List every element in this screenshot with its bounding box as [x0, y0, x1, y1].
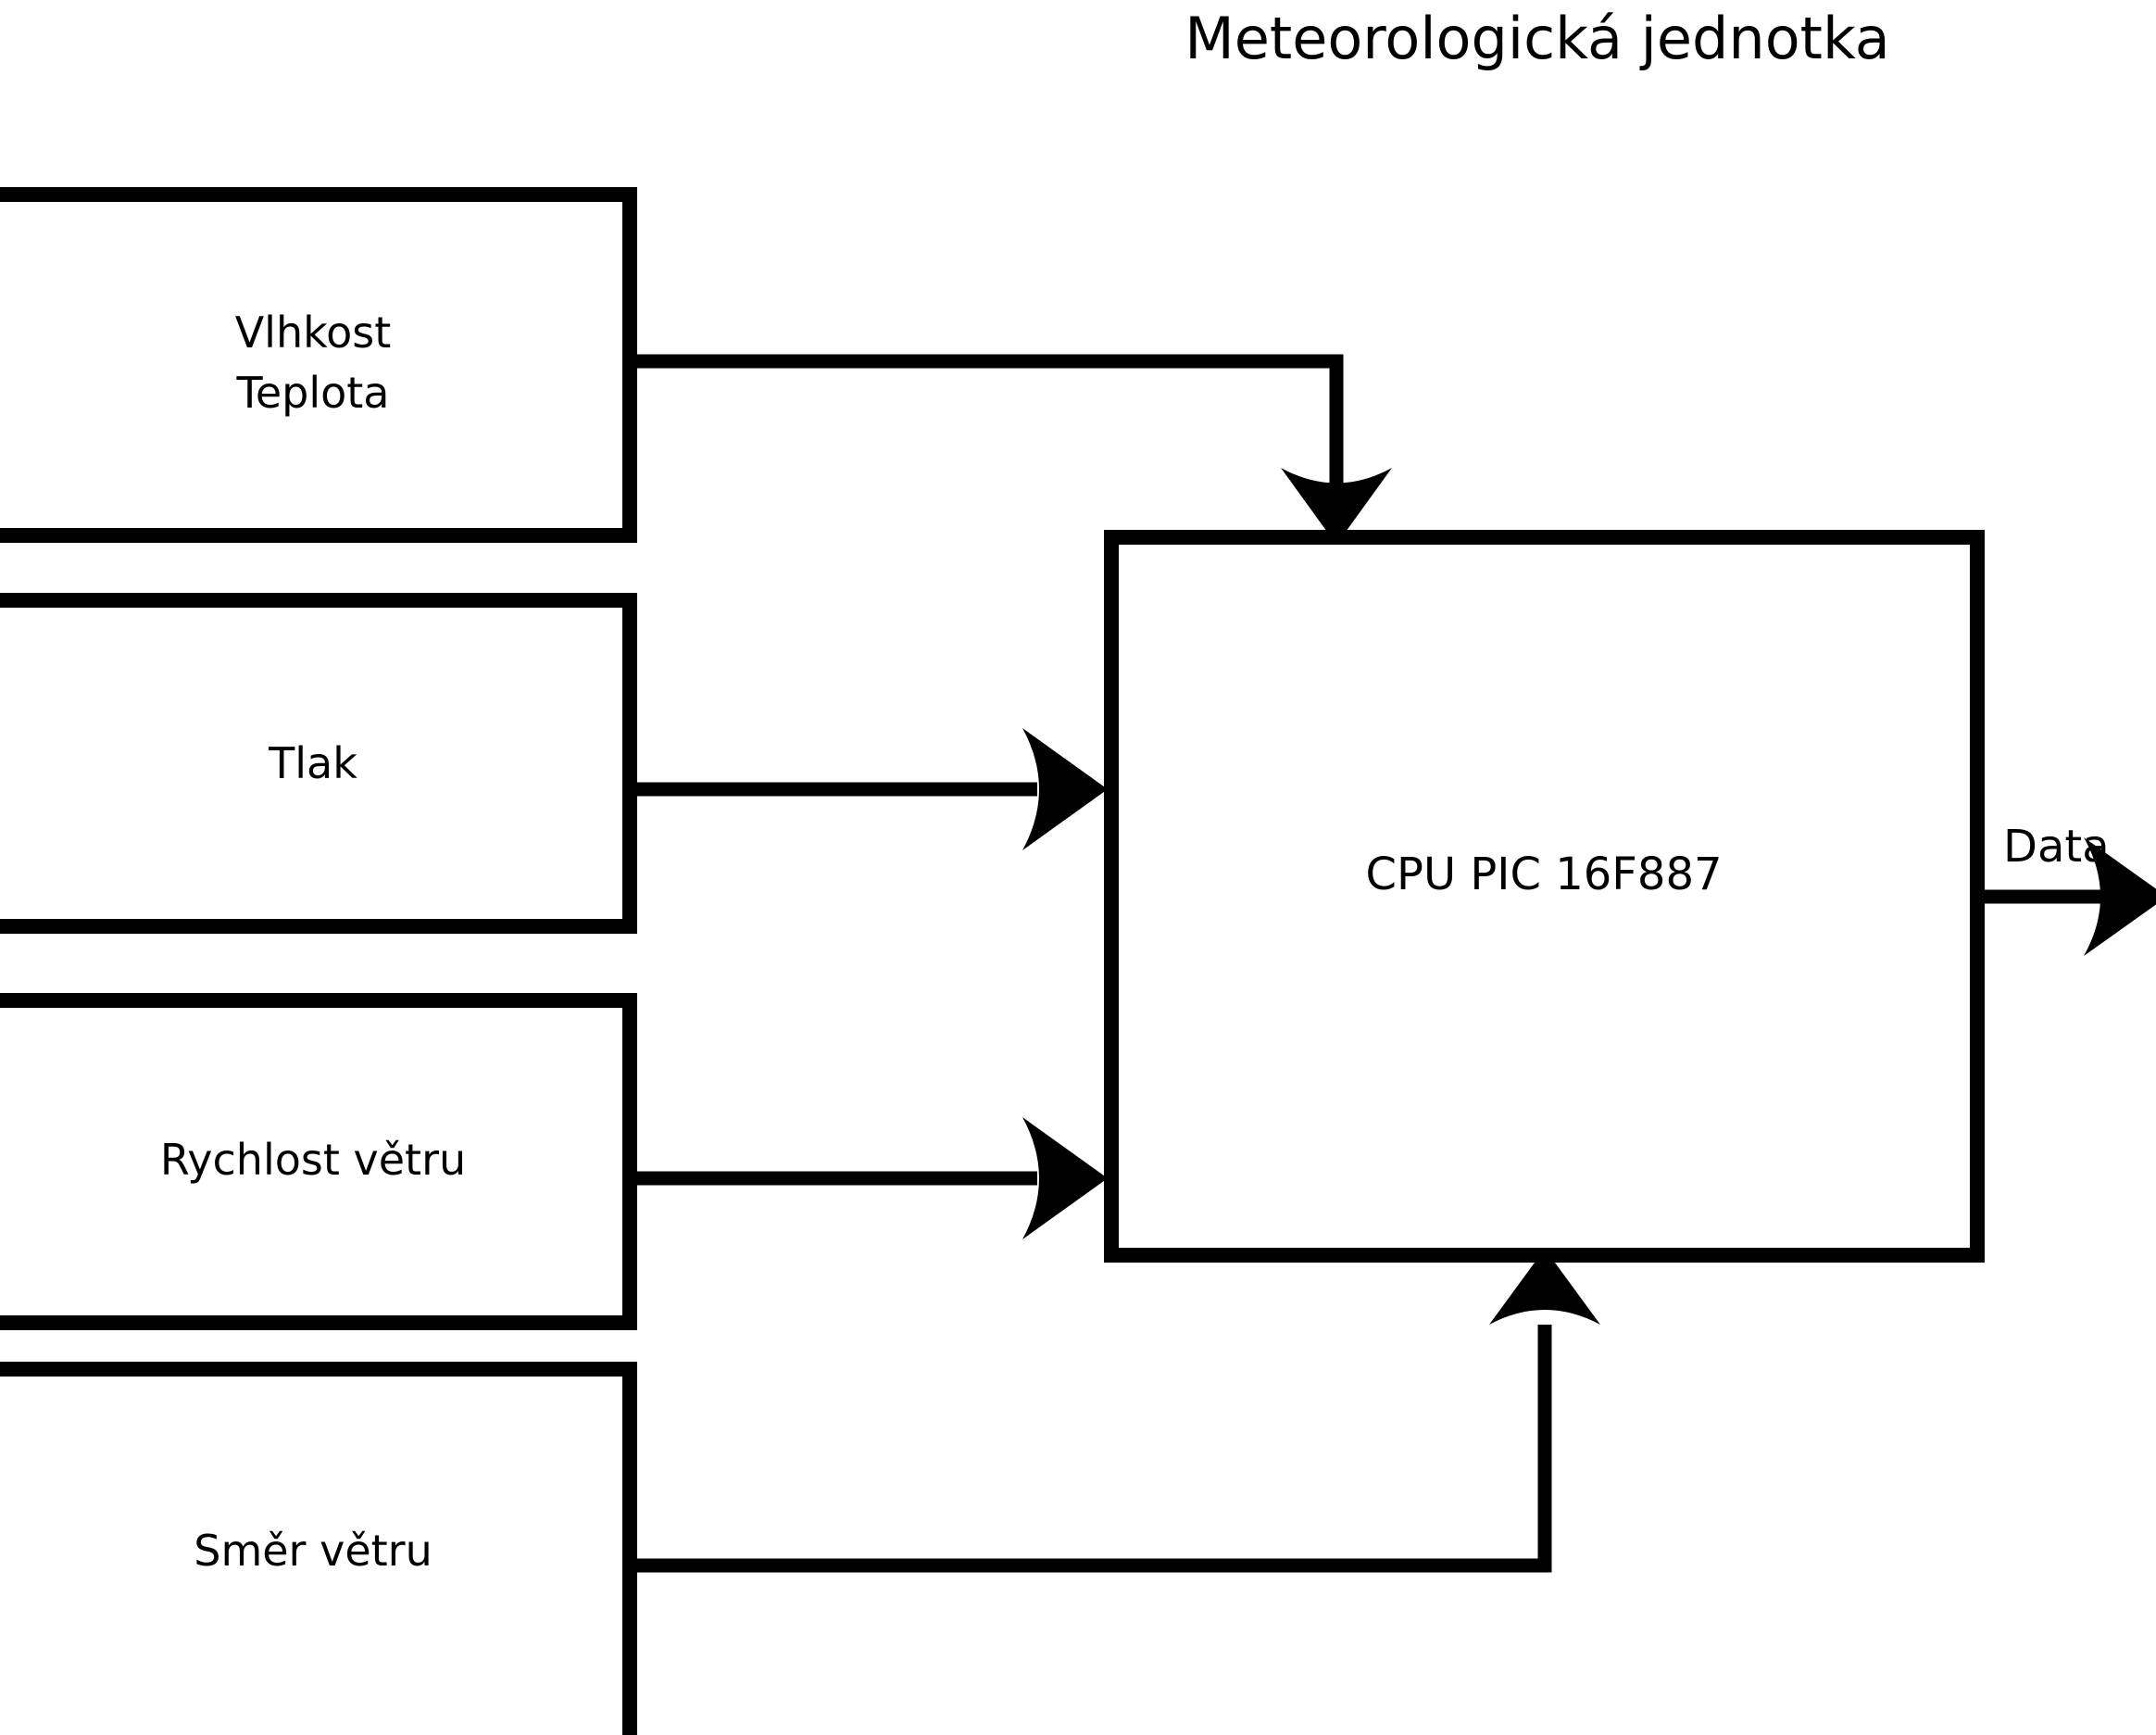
processor-block-cpu-label: CPU PIC 16F887 [1365, 849, 1722, 900]
page-title: Meteorologická jednotka [1185, 5, 1890, 72]
connection-wind-speed-to-cpu [622, 1117, 1108, 1239]
sensor-block-wind-speed[interactable]: Rychlost větru [0, 993, 637, 1330]
data-output-label: Data [2003, 821, 2110, 873]
arrowhead-right-icon [1022, 728, 1108, 850]
arrowhead-up-icon [1489, 1249, 1600, 1325]
processor-block-cpu-rect [1104, 530, 1985, 1263]
sensor-block-wind-direction-label: Směr větru [194, 1526, 432, 1576]
sensor-block-wind-speed-label: Rychlost větru [160, 1135, 466, 1185]
connection-wind-direction-to-cpu-line [622, 1325, 1552, 1573]
connection-cpu-to-data-output: Data [1977, 821, 2156, 956]
connection-pressure-to-cpu [622, 728, 1108, 850]
arrowhead-right-icon [1022, 1117, 1108, 1239]
arrowhead-right-icon [2084, 837, 2156, 956]
sensor-block-pressure[interactable]: Tlak [0, 593, 637, 934]
arrowhead-down-icon [1281, 468, 1392, 545]
connection-humidity-temperature-to-cpu-line [622, 354, 1344, 514]
sensor-block-pressure-rect [0, 593, 637, 934]
connection-wind-direction-to-cpu [622, 1249, 1600, 1573]
sensor-block-wind-speed-rect [0, 993, 637, 1330]
sensor-block-pressure-label: Tlak [268, 738, 357, 788]
sensor-block-humidity-temperature-label-line1: Vlhkost [235, 308, 392, 358]
sensor-block-wind-direction[interactable]: Směr větru [0, 1362, 637, 1735]
processor-block-cpu[interactable]: CPU PIC 16F887 [1104, 530, 1985, 1263]
sensor-block-humidity-temperature-label-line2: Teplota [236, 368, 390, 418]
connection-humidity-temperature-to-cpu [622, 354, 1392, 545]
sensor-block-humidity-temperature[interactable]: Vlhkost Teplota [0, 187, 637, 543]
sensor-block-humidity-temperature-rect [0, 187, 637, 543]
